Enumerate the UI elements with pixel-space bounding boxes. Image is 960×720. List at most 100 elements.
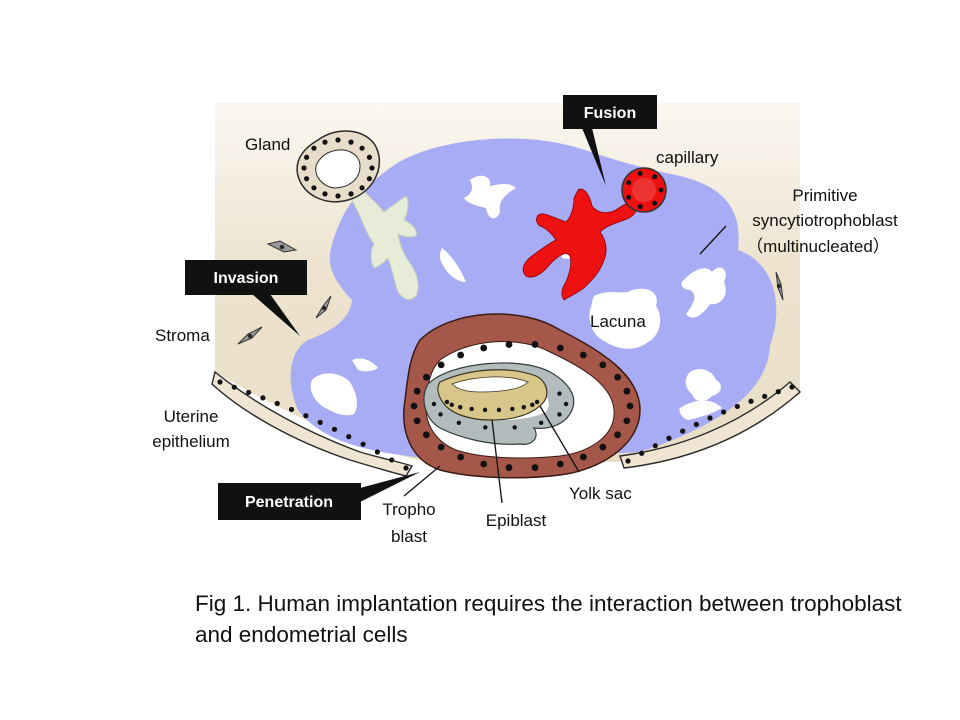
cell-nucleus — [505, 341, 513, 348]
cell-nucleus — [652, 443, 658, 449]
cell-nucleus — [579, 351, 587, 359]
cell-nucleus — [444, 399, 450, 405]
cell-nucleus — [496, 407, 502, 413]
stroma-cells — [237, 240, 784, 345]
gland-duct — [343, 177, 419, 300]
cell-nucleus — [707, 415, 713, 421]
cell-nucleus — [563, 401, 569, 407]
cell-nucleus — [431, 401, 437, 407]
cell-nucleus — [311, 185, 317, 191]
cell-nucleus — [512, 425, 517, 430]
cell-nucleus — [360, 441, 366, 447]
cell-nucleus — [599, 443, 607, 451]
cell-nucleus — [366, 154, 373, 160]
cell-nucleus — [521, 405, 526, 410]
cell-nucleus — [734, 403, 740, 410]
cell-nucleus — [422, 373, 430, 381]
cell-nucleus — [303, 176, 310, 182]
cell-nucleus — [579, 453, 587, 461]
leader-lines — [403, 225, 727, 504]
cell-nucleus — [246, 389, 252, 396]
cell-nucleus — [274, 400, 280, 407]
cell-nucleus — [510, 406, 515, 412]
cell-nucleus — [335, 137, 341, 143]
cell-nucleus — [775, 389, 781, 395]
label-lacuna: Lacuna — [590, 312, 646, 331]
cell-nucleus — [374, 449, 380, 455]
cell-nucleus — [482, 407, 488, 413]
cell-nucleus — [335, 193, 341, 199]
cell-nucleus — [625, 458, 631, 464]
cell-nucleus — [623, 387, 631, 395]
cell-nucleus — [437, 361, 445, 369]
cell-nucleus — [789, 384, 795, 390]
cell-nucleus — [748, 398, 754, 404]
cell-nucleus — [348, 191, 354, 197]
cell-nucleus — [721, 409, 727, 415]
cell-nucleus — [458, 405, 463, 410]
label-uterine-2: epithelium — [152, 432, 230, 451]
cell-nucleus — [260, 395, 266, 401]
cell-nucleus — [359, 185, 365, 191]
cell-nucleus — [556, 460, 564, 468]
label-tropho-2: blast — [391, 527, 427, 546]
cell-nucleus — [231, 384, 237, 390]
label-primitive-2: syncytiotrophoblast — [752, 211, 898, 230]
cell-nucleus — [614, 373, 622, 381]
cell-nucleus — [652, 174, 658, 180]
cell-nucleus — [658, 187, 664, 193]
cell-nucleus — [288, 406, 295, 413]
cell-nucleus — [217, 379, 223, 385]
cell-nucleus — [413, 417, 421, 425]
cell-nucleus — [348, 139, 354, 145]
cell-nucleus — [480, 460, 488, 468]
cell-nucleus — [531, 341, 539, 348]
cell-nucleus — [534, 399, 540, 405]
cell-nucleus — [301, 165, 307, 171]
label-primitive-1: Primitive — [792, 186, 857, 205]
cell-nucleus — [389, 457, 395, 463]
callout-penetration: Penetration — [218, 472, 420, 520]
cell-nucleus — [346, 434, 352, 440]
cell-nucleus — [556, 344, 564, 352]
cell-nucleus — [449, 402, 454, 408]
cell-nucleus — [422, 431, 430, 439]
label-uterine-1: Uterine — [164, 407, 219, 426]
cell-nucleus — [303, 413, 309, 419]
cell-nucleus — [359, 145, 365, 151]
cell-nucleus — [637, 204, 643, 210]
cell-nucleus — [666, 435, 672, 441]
cell-nucleus — [311, 145, 317, 151]
cell-nucleus — [457, 453, 465, 461]
cell-nucleus — [303, 154, 310, 160]
cell-nucleus — [317, 419, 323, 425]
cell-nucleus — [456, 420, 462, 425]
cell-nucleus — [410, 402, 418, 410]
cell-nucleus — [599, 361, 607, 369]
cell-nucleus — [366, 176, 373, 182]
cell-nucleus — [637, 170, 643, 176]
label-gland: Gland — [245, 135, 290, 154]
cell-nucleus — [626, 194, 632, 200]
cell-nucleus — [480, 344, 488, 352]
callout-fusion: Fusion — [563, 95, 657, 186]
callout-invasion-text: Invasion — [214, 270, 279, 287]
cell-nucleus — [538, 420, 544, 425]
cell-nucleus — [322, 139, 328, 145]
cell-nucleus — [693, 421, 699, 427]
lacunae — [310, 175, 726, 420]
cell-nucleus — [639, 450, 645, 456]
label-tropho-1: Tropho — [382, 500, 435, 519]
cell-nucleus — [322, 191, 328, 197]
epiblast — [437, 369, 548, 421]
cell-nucleus — [437, 443, 445, 451]
callout-invasion: Invasion — [185, 260, 307, 336]
cell-nucleus — [680, 428, 686, 434]
callout-fusion-text: Fusion — [584, 105, 636, 122]
label-epiblast: Epiblast — [486, 511, 547, 530]
callout-penetration-text: Penetration — [245, 494, 333, 511]
label-yolk-sac: Yolk sac — [569, 484, 632, 503]
figure-caption: Fig 1. Human implantation requires the i… — [195, 591, 902, 647]
cell-nucleus — [403, 465, 409, 471]
cell-nucleus — [623, 417, 631, 425]
